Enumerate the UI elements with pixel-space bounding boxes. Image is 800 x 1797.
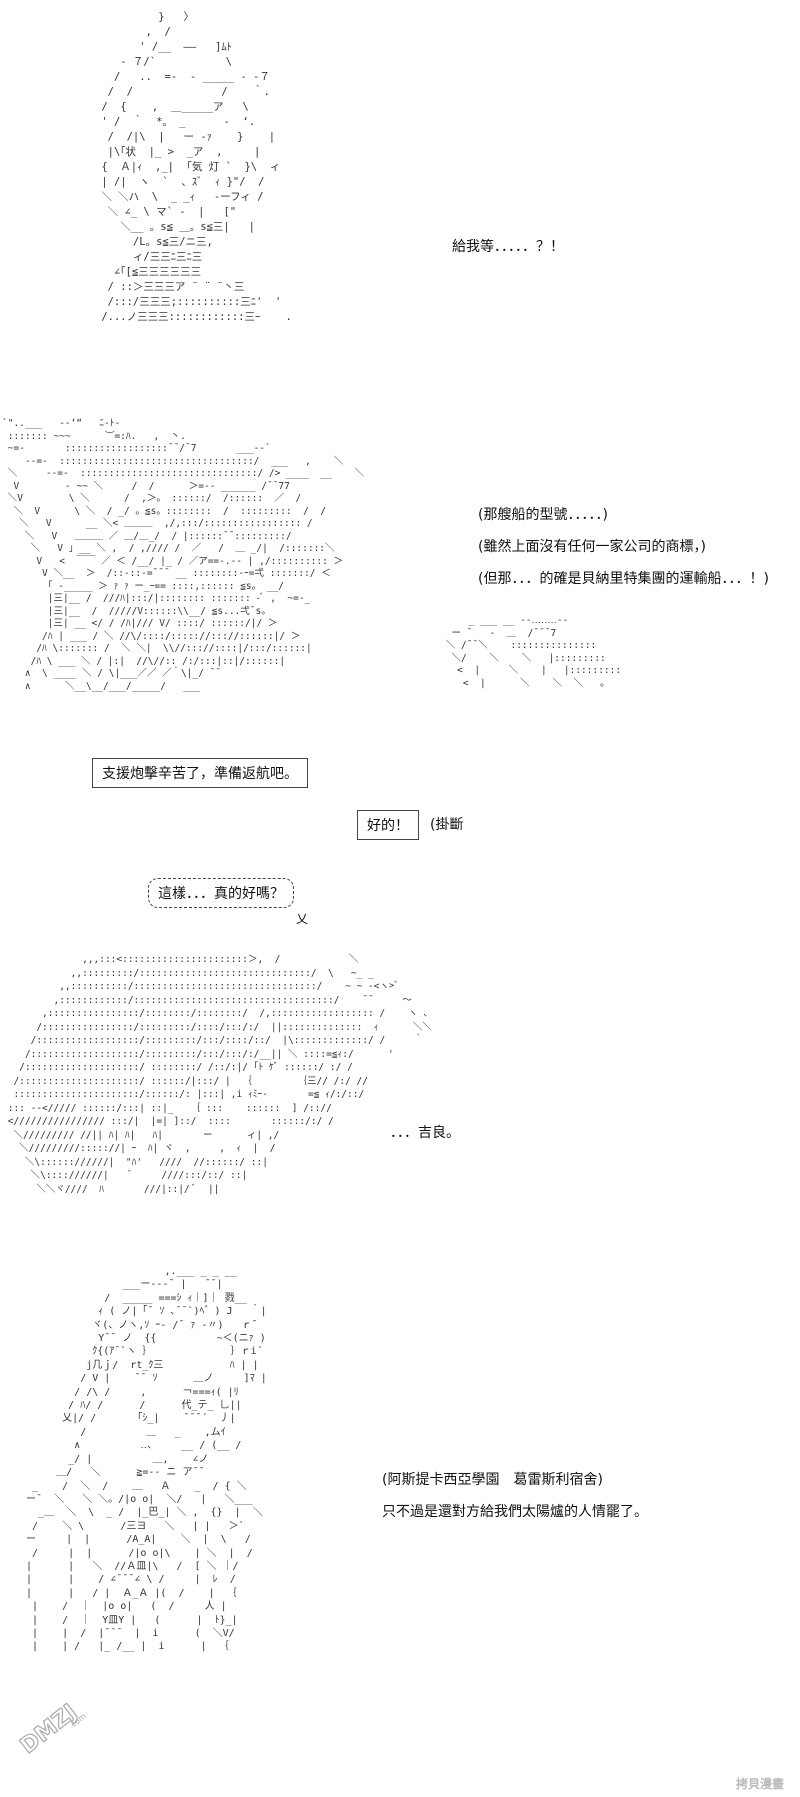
panel-2-narration-2: (雖然上面沒有任何一家公司的商標，): [478, 539, 706, 555]
panel-4: ,.___ _ _ __ ___ー‐--¯ | ¯¯| / _____ ===ｼ…: [0, 1265, 800, 1797]
corner-watermark-text: 拷貝漫畫: [736, 1777, 785, 1791]
ascii-art-silhouette-figure: ,,,:::<::::::::::::::::::::::＞, / ＼ ,,::…: [7, 954, 433, 1195]
panel-1: } 〉 , / ' /__ —— ]ﾑﾄ - ７/` \ / .. =- - _…: [0, 0, 800, 385]
panel-3: ,,,:::<::::::::::::::::::::::＞, / ＼ ,,::…: [0, 945, 800, 1245]
panel-4-location-caption: (阿斯提卡西亞學園 葛雷斯利宿舍): [382, 1472, 603, 1488]
ascii-art-transport-ship: `"..___ --‘“ ﾆ-ﾄ- ::::::: ~~~ ︶=:ﾊ. , 丶.…: [2, 418, 365, 692]
aside-hang-up: (掛斷: [430, 817, 464, 833]
panel-1-dialogue: 給我等．．．．．？！: [452, 239, 564, 255]
ascii-art-ship-detail: _ ___ __ --‥‥‥‥-- ー ¯ - ＿ /¯¯¯7 ＼ /¯¯＼ :…: [445, 615, 622, 689]
panel-4-dialogue: 只不過是還對方給我們太陽爐的人情罷了。: [382, 1504, 648, 1520]
speech-box-affirmative: 好的！: [357, 810, 419, 840]
dialogue-exchange: 支援炮擊辛苦了，準備返航吧。 好的！ (掛斷 這樣．．．真的好嗎？ 乂: [0, 750, 800, 930]
speech-box-doubt: 這樣．．．真的好嗎？: [148, 878, 294, 908]
ascii-art-character-shouting: } 〉 , / ' /__ —— ]ﾑﾄ - ７/` \ / .. =- - _…: [101, 11, 292, 323]
panel-3-dialogue: ．．．吉良。: [390, 1125, 460, 1141]
speech-box-support-fire: 支援炮擊辛苦了，準備返航吧。: [92, 758, 308, 788]
panel-2: `"..___ --‘“ ﾆ-ﾄ- ::::::: ~~~ ︶=:ﾊ. , 丶.…: [0, 410, 800, 730]
panel-2-narration-1: (那艘船的型號．．．．．): [478, 507, 608, 523]
speech-box-corner-mark: 乂: [296, 912, 309, 926]
ascii-art-standing-character: ,.___ _ _ __ ___ー‐--¯ | ¯¯| / _____ ===ｼ…: [26, 1266, 267, 1653]
panel-2-narration-3: (但那．．．的確是貝納里特集團的運輸船．．．！): [478, 571, 769, 587]
